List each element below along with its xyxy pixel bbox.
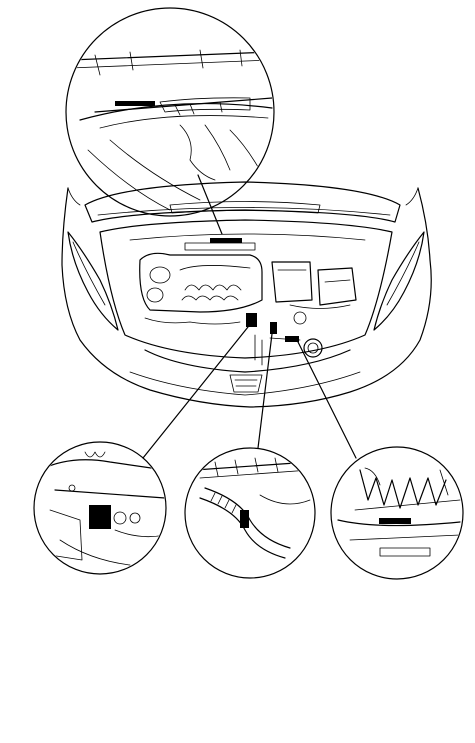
callout-bottom-right-label — [379, 518, 411, 524]
callout-bottom-left — [33, 326, 249, 575]
hood-outline — [84, 181, 401, 223]
body-outline — [61, 187, 432, 408]
callout-top-leader — [197, 174, 223, 235]
callout-bottom-right-leader — [297, 341, 357, 459]
callout-bottom-center-leader — [257, 333, 273, 449]
engine-bay-outline — [99, 219, 393, 359]
radiator-cap — [303, 338, 323, 358]
callout-bottom-left-circle — [33, 441, 167, 575]
engine-block — [139, 252, 263, 325]
right-headlight — [373, 231, 425, 331]
left-headlight — [67, 231, 119, 331]
callout-bottom-left-leader — [142, 326, 249, 459]
callout-bottom-right — [297, 341, 464, 580]
callout-bottom-center — [184, 333, 316, 579]
callout-top-label — [115, 101, 155, 106]
cowl-label — [210, 238, 242, 243]
callout-bottom-center-label — [240, 510, 249, 528]
engine-block-label — [246, 313, 257, 327]
callout-bottom-center-circle — [184, 447, 316, 579]
callout-bottom-left-label — [89, 505, 111, 529]
battery-area — [271, 261, 357, 325]
radiator-support-label — [285, 336, 299, 342]
grille — [144, 349, 351, 373]
hose-label — [270, 322, 277, 334]
car-front-view — [61, 181, 432, 408]
callout-top-circle — [65, 7, 275, 217]
callout-bottom-right-circle — [330, 446, 464, 580]
callout-top — [65, 7, 275, 235]
